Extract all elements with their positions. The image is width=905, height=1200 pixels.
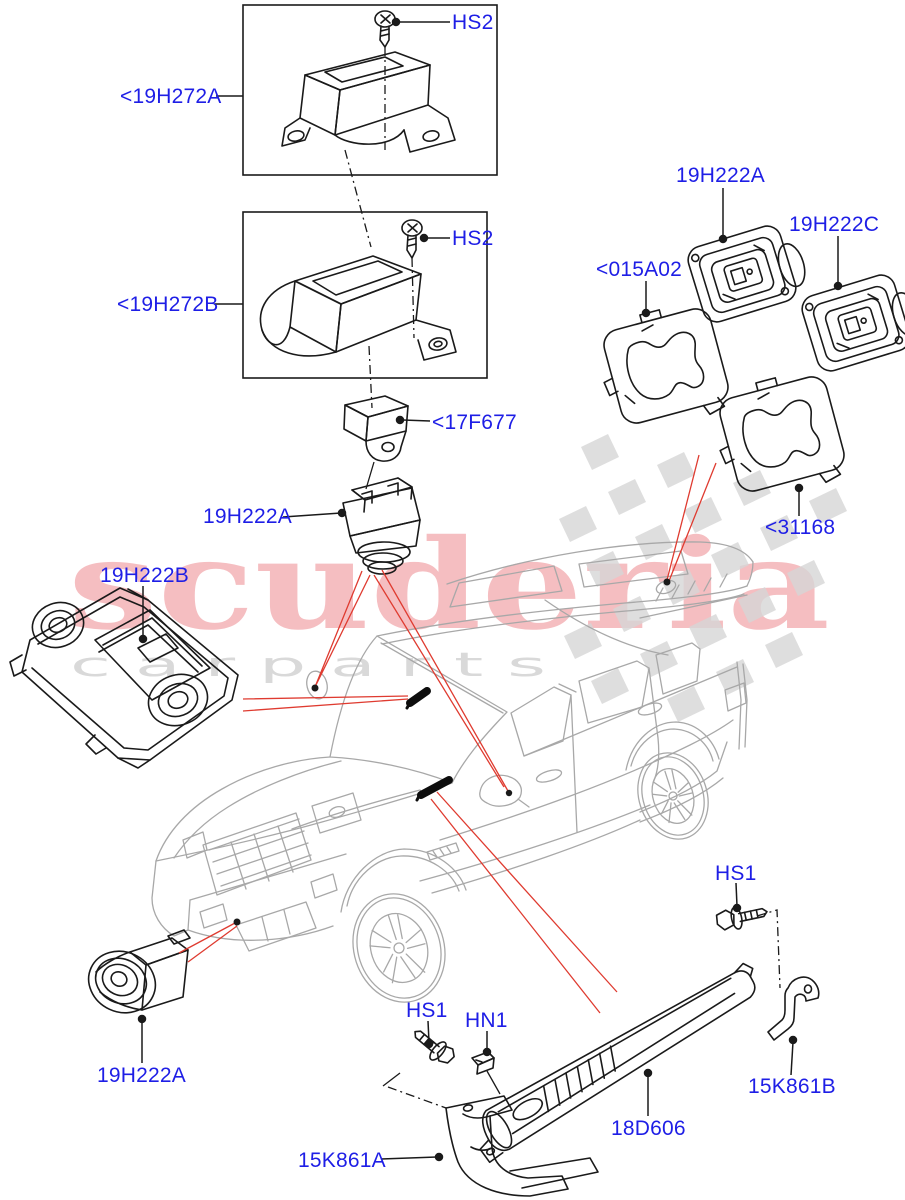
part-drawing-HN1-clip [471,1051,495,1075]
location-dots [233,578,671,926]
part-label-31168: <31168 [765,516,836,539]
part-label-19H222C: 19H222C [789,213,880,236]
flag-diamond [809,488,847,524]
part-label-015A02: <015A02 [596,258,683,281]
part-drawing-HS1-screw-right [715,906,768,931]
flag-diamond [559,506,597,542]
flag-diamond [689,614,727,650]
assembly-solid-links [365,461,501,1095]
part-label-15K861A: 15K861A [298,1149,386,1172]
flag-diamond [667,686,705,722]
flag-diamond [591,668,629,704]
part-label-19H222A-rear: 19H222A [676,164,765,187]
part-drawing-015A02-bracket [603,308,729,424]
part-drawing-19H222A-rear-camera [687,225,806,323]
flag-diamond [564,623,602,659]
part-label-HS1-left: HS1 [406,999,448,1022]
red-pointer-lines [178,454,717,1014]
flag-diamond [738,587,776,623]
part-drawing-19H222C-camera [801,274,905,372]
watermark: scuderia c a r p a r t s [68,434,847,722]
part-drawing-HS1-screw-left [414,1030,455,1064]
part-label-15K861B: 15K861B [748,1075,836,1098]
part-label-19H272A: <19H272A [120,85,222,108]
part-drawing-19H272B-bracket [259,255,457,361]
flag-diamond [760,515,798,551]
part-drawing-19H222A-front-camera [87,929,191,1014]
part-label-18D606: 18D606 [611,1117,686,1140]
part-drawing-18D606-sill-plate [479,962,756,1164]
flag-diamond [635,524,673,560]
part-label-19H222B: 19H222B [100,564,189,587]
windshield-mount-marks [405,687,453,802]
part-drawing-19H222B-assembly [9,587,239,769]
part-label-17F677: <17F677 [432,411,517,434]
leader-lines [137,17,843,1162]
part-drawing-31168-bracket [719,376,845,492]
assembly-dash-lines [344,47,781,1109]
part-drawing-15K861B-bracket [767,976,820,1041]
part-label-19H222A-front: 19H222A [97,1064,186,1087]
flag-diamond [733,470,771,506]
callout-box-19H272A [242,4,498,176]
part-label-19H222A-centre: 19H222A [203,505,292,528]
flag-diamond [787,560,825,596]
callout-boxes [242,4,498,379]
part-label-HS1-right: HS1 [715,862,757,885]
car-illustration [151,541,754,1003]
checkered-flag-graphic [559,434,847,722]
flag-diamond [716,659,754,695]
part-drawing-15K861A-bracket [445,1095,599,1197]
part-drawing-17F677-connector [343,395,409,462]
part-label-HS2-lower: HS2 [452,227,494,250]
flag-diamond [765,632,803,668]
flag-diamond [613,596,651,632]
flag-diamond [657,452,695,488]
flag-diamond [581,434,619,470]
part-label-HS2-upper: HS2 [452,11,494,34]
flag-diamond [684,497,722,533]
part-drawing-19H272A-bracket [281,51,456,153]
part-label-19H272B: <19H272B [117,293,219,316]
part-label-HN1: HN1 [465,1009,508,1032]
part-drawing-19H222A-centre-camera [342,477,421,575]
flag-diamond [608,479,646,515]
flag-diamond [711,542,749,578]
